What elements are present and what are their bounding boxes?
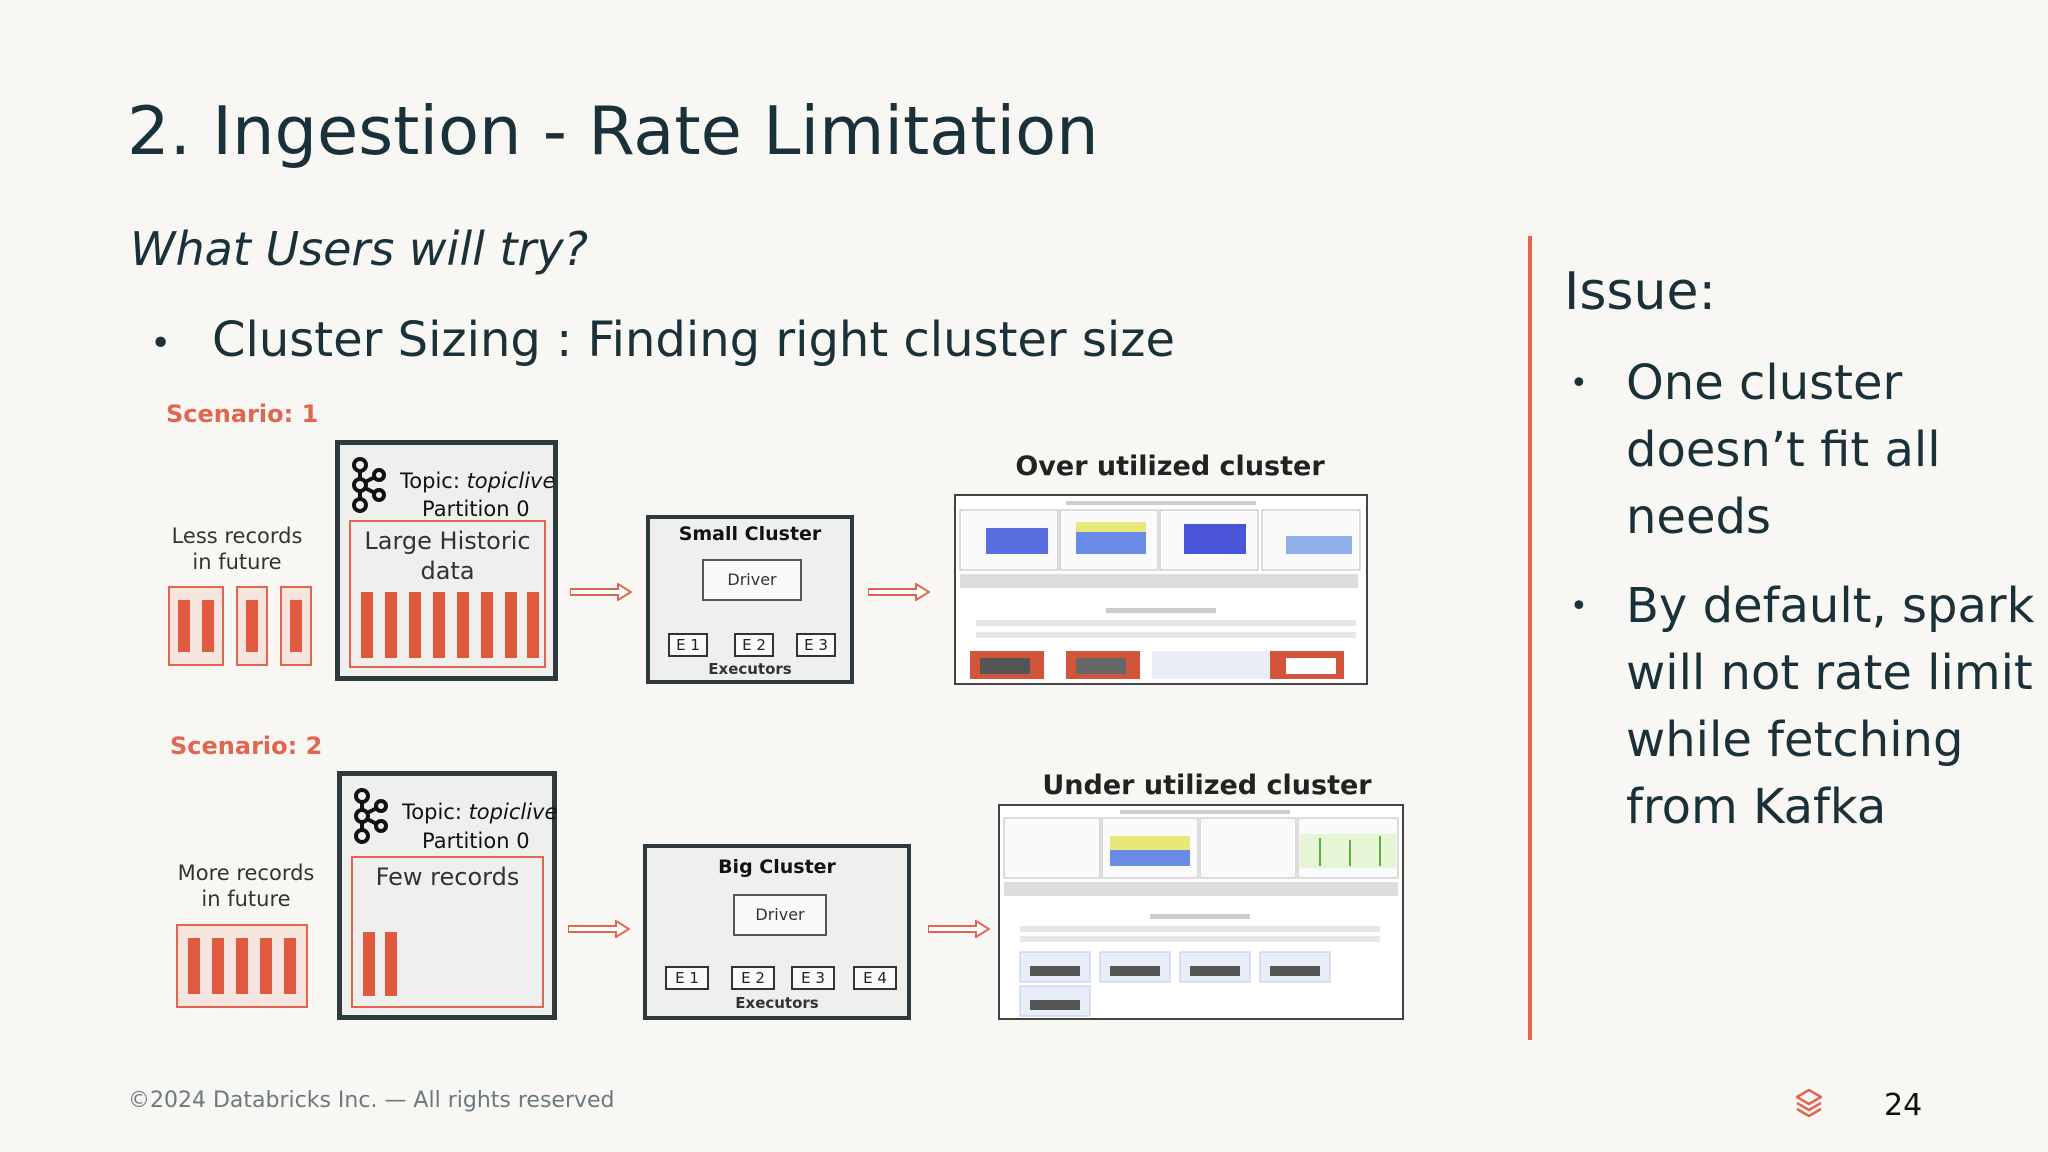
issue-line: from Kafka bbox=[1626, 779, 1887, 835]
future-records-box bbox=[176, 924, 308, 1008]
issue-line: needs bbox=[1626, 489, 1771, 545]
scenario-2-future-label: More records in future bbox=[166, 860, 326, 913]
topic-prefix: Topic: bbox=[400, 469, 467, 493]
bullet-dot: • bbox=[150, 322, 172, 364]
issue-line: while fetching bbox=[1626, 712, 1964, 768]
future-label-line-2: in future bbox=[192, 550, 282, 575]
vertical-divider bbox=[1528, 236, 1532, 1040]
issue-bullet: • By default, spark will not rate limit … bbox=[1570, 573, 2034, 841]
issue-line: will not rate limit bbox=[1626, 645, 2033, 701]
kafka-icon bbox=[352, 457, 386, 513]
topic-name: Topic: topiclive bbox=[400, 469, 555, 493]
record-bar bbox=[178, 600, 190, 652]
executor-node: E 2 bbox=[731, 966, 775, 990]
issue-line: One cluster bbox=[1626, 355, 1903, 411]
metrics-dashboard-image bbox=[956, 496, 1366, 683]
partition-data-box: Few records bbox=[351, 856, 544, 1008]
cluster-title: Big Cluster bbox=[718, 856, 836, 878]
record-bar bbox=[385, 932, 397, 996]
record-bar bbox=[409, 592, 421, 658]
scenario-1-future-label: Less records in future bbox=[157, 523, 317, 576]
future-label-line-1: Less records bbox=[171, 524, 303, 548]
record-bar bbox=[284, 938, 296, 994]
record-bar bbox=[236, 938, 248, 994]
metrics-dashboard-image bbox=[1000, 806, 1402, 1018]
historic-data-bars bbox=[351, 592, 548, 658]
issue-bullet-text: One cluster doesn’t fit all needs bbox=[1626, 350, 1941, 551]
result-title: Under utilized cluster bbox=[1042, 770, 1372, 801]
bullet-dot: • bbox=[1570, 366, 1588, 401]
bullet-dot: • bbox=[1570, 589, 1588, 624]
cluster-metrics-screenshot bbox=[954, 494, 1368, 685]
small-cluster-box: Small Cluster Driver E 1 E 2 E 3 Executo… bbox=[646, 515, 854, 684]
driver-node: Driver bbox=[702, 559, 802, 601]
partition-data-label: Large Historic data bbox=[351, 526, 544, 586]
copyright-footer: ©2024 Databricks Inc. — All rights reser… bbox=[128, 1088, 615, 1113]
kafka-topic-box: Topic: topiclive Partition 0 Few records bbox=[337, 771, 557, 1020]
record-bar bbox=[363, 932, 375, 996]
executors-label: Executors bbox=[708, 660, 792, 678]
slide-subtitle: What Users will try? bbox=[130, 222, 589, 276]
record-bar bbox=[505, 592, 517, 658]
main-bullet: • Cluster Sizing : Finding right cluster … bbox=[150, 312, 1175, 368]
record-bar bbox=[212, 938, 224, 994]
arrow-right-icon bbox=[868, 583, 930, 601]
issue-line: By default, spark bbox=[1626, 578, 2035, 634]
record-bar bbox=[481, 592, 493, 658]
data-label-line-2: data bbox=[420, 557, 475, 585]
executor-node: E 1 bbox=[668, 633, 708, 657]
record-bar bbox=[457, 592, 469, 658]
executor-node: E 1 bbox=[665, 966, 709, 990]
main-bullet-text: Cluster Sizing : Finding right cluster s… bbox=[212, 312, 1175, 368]
arrow-right-icon bbox=[928, 920, 990, 938]
executor-node: E 4 bbox=[853, 966, 897, 990]
executors-label: Executors bbox=[735, 994, 819, 1012]
executor-node: E 3 bbox=[791, 966, 835, 990]
issue-title: Issue: bbox=[1564, 262, 1716, 322]
result-title: Over utilized cluster bbox=[1015, 451, 1325, 482]
topic-value: topiclive bbox=[466, 469, 556, 493]
topic-name: Topic: topiclive bbox=[402, 800, 557, 824]
topic-prefix: Topic: bbox=[402, 800, 469, 824]
scenario-2-label: Scenario: 2 bbox=[170, 732, 323, 760]
kafka-icon bbox=[354, 788, 388, 844]
issue-bullet-text: By default, spark will not rate limit wh… bbox=[1626, 573, 2034, 841]
record-bar bbox=[188, 938, 200, 994]
arrow-right-icon bbox=[570, 583, 632, 601]
partition-data-box: Large Historic data bbox=[349, 520, 546, 668]
future-records-box bbox=[168, 586, 224, 666]
future-records-box bbox=[280, 586, 312, 666]
issue-line: doesn’t fit all bbox=[1626, 422, 1941, 478]
executor-node: E 3 bbox=[796, 633, 836, 657]
databricks-logo-icon bbox=[1795, 1088, 1823, 1118]
big-cluster-box: Big Cluster Driver E 1 E 2 E 3 E 4 Execu… bbox=[643, 844, 911, 1020]
driver-node: Driver bbox=[733, 894, 827, 936]
record-bar bbox=[290, 600, 302, 652]
future-label-line-2: in future bbox=[201, 887, 291, 912]
record-bar bbox=[202, 600, 214, 652]
kafka-topic-box: Topic: topiclive Partition 0 Large Histo… bbox=[335, 440, 558, 681]
data-label-line-1: Large Historic bbox=[364, 527, 531, 555]
record-bar bbox=[260, 938, 272, 994]
slide-title: 2. Ingestion - Rate Limitation bbox=[127, 92, 1099, 170]
cluster-title: Small Cluster bbox=[678, 523, 822, 545]
arrow-right-icon bbox=[568, 920, 630, 938]
partition-label: Partition 0 bbox=[422, 829, 530, 853]
record-bar bbox=[527, 592, 539, 658]
record-bar bbox=[361, 592, 373, 658]
record-bar bbox=[246, 600, 258, 652]
page-number: 24 bbox=[1884, 1088, 1923, 1123]
record-bar bbox=[385, 592, 397, 658]
topic-value: topiclive bbox=[468, 800, 558, 824]
partition-label: Partition 0 bbox=[422, 497, 530, 521]
record-bar bbox=[433, 592, 445, 658]
cluster-metrics-screenshot bbox=[998, 804, 1404, 1020]
future-records-box bbox=[236, 586, 268, 666]
scenario-1-label: Scenario: 1 bbox=[166, 400, 319, 428]
executor-node: E 2 bbox=[734, 633, 774, 657]
partition-data-label: Few records bbox=[375, 863, 520, 891]
issue-bullet: • One cluster doesn’t fit all needs bbox=[1570, 350, 1970, 551]
future-label-line-1: More records bbox=[177, 861, 315, 885]
